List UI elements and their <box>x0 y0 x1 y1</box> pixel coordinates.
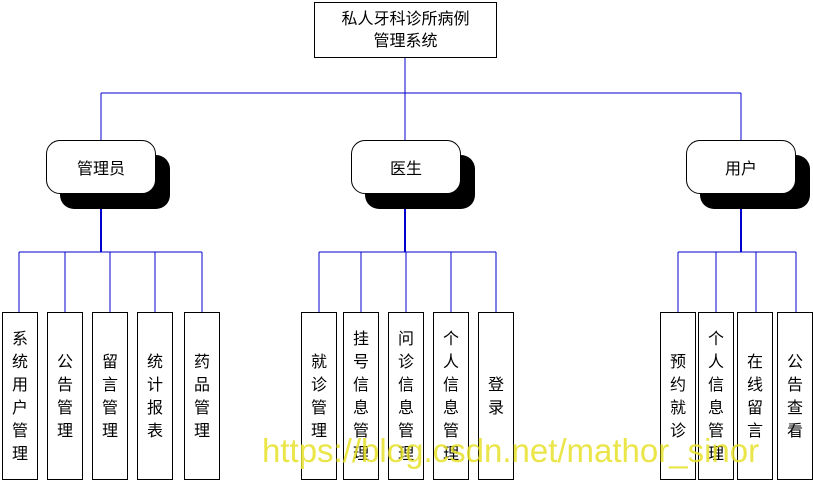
module-node: 就诊管理 <box>301 312 337 480</box>
module-node: 个人信息管理 <box>698 312 734 480</box>
module-label: 个人信息管理 <box>707 329 724 463</box>
module-node: 在线留言 <box>737 312 773 480</box>
root-title-line2: 管理系统 <box>373 31 438 50</box>
role-node-label: 用户 <box>686 140 796 194</box>
module-node: 问诊信息管理 <box>388 312 424 480</box>
module-label: 公告查看 <box>786 352 803 440</box>
module-node: 挂号信息管理 <box>343 312 379 480</box>
module-node: 系统用户管理 <box>2 312 38 480</box>
module-node: 预约就诊 <box>660 312 696 480</box>
role-node-doctor: 医生 <box>351 140 475 209</box>
module-label: 就诊管理 <box>310 352 327 440</box>
module-label: 公告管理 <box>56 352 73 440</box>
module-node: 公告查看 <box>777 312 813 480</box>
module-label: 登录 <box>487 375 504 417</box>
module-node: 公告管理 <box>47 312 83 480</box>
root-title-line1: 私人牙科诊所病例 <box>341 9 470 28</box>
module-label: 药品管理 <box>193 352 210 440</box>
role-node-admin: 管理员 <box>46 140 170 209</box>
module-node: 登录 <box>478 312 514 480</box>
module-label: 在线留言 <box>746 352 763 440</box>
module-label: 挂号信息管理 <box>352 329 369 463</box>
module-label: 统计报表 <box>146 352 163 440</box>
role-node-label: 医生 <box>351 140 461 194</box>
role-node-user: 用户 <box>686 140 810 209</box>
module-node: 统计报表 <box>137 312 173 480</box>
watermark-url: https://blog.csdn.net/mathor_sinor <box>262 432 760 469</box>
module-node: 药品管理 <box>184 312 220 480</box>
module-label: 问诊信息管理 <box>397 329 414 463</box>
module-node: 个人信息管理 <box>433 312 469 480</box>
module-node: 留言管理 <box>92 312 128 480</box>
module-label: 个人信息管理 <box>442 329 459 463</box>
root-node: 私人牙科诊所病例 管理系统 <box>314 2 497 58</box>
module-label: 留言管理 <box>101 352 118 440</box>
module-label: 系统用户管理 <box>11 329 28 463</box>
module-label: 预约就诊 <box>669 352 686 440</box>
role-node-label: 管理员 <box>46 140 156 194</box>
